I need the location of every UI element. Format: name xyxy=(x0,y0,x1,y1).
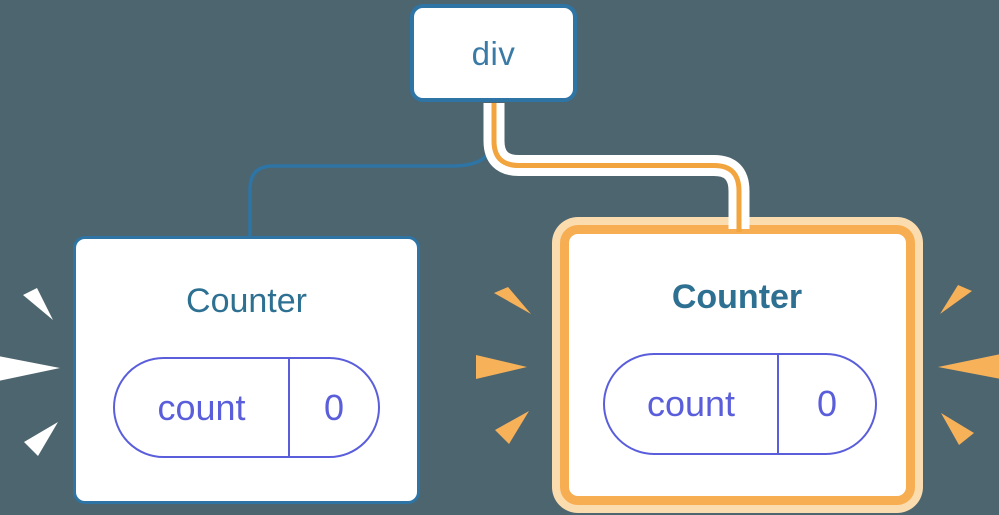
state-pill-right: count 0 xyxy=(603,353,877,455)
state-key-label: count xyxy=(605,355,779,453)
burst-left xyxy=(0,288,60,456)
component-title-left: Counter xyxy=(186,282,307,320)
burst-spark-icon xyxy=(24,422,58,456)
burst-spark-icon xyxy=(941,413,974,445)
burst-spark-icon xyxy=(494,287,531,314)
burst-right-card-right-side xyxy=(938,285,999,445)
tree-node-div: div xyxy=(410,4,577,102)
burst-spark-icon xyxy=(938,354,999,379)
state-key-label: count xyxy=(115,359,290,456)
state-value: 0 xyxy=(323,386,345,428)
connector-edge-right-casing xyxy=(483,103,750,229)
burst-spark-icon xyxy=(23,288,53,320)
burst-right-card-left-side xyxy=(476,287,531,444)
burst-spark-icon xyxy=(0,356,60,381)
component-title-right: Counter xyxy=(671,278,803,316)
tree-node-div-label: div xyxy=(471,34,516,72)
connector-edge-left xyxy=(248,102,499,239)
burst-spark-icon xyxy=(495,411,529,444)
burst-spark-icon xyxy=(476,355,527,379)
burst-spark-icon xyxy=(940,285,972,314)
state-value: 0 xyxy=(816,383,838,424)
state-pill-left: count 0 xyxy=(113,357,380,458)
connector-edge-right xyxy=(491,103,742,232)
